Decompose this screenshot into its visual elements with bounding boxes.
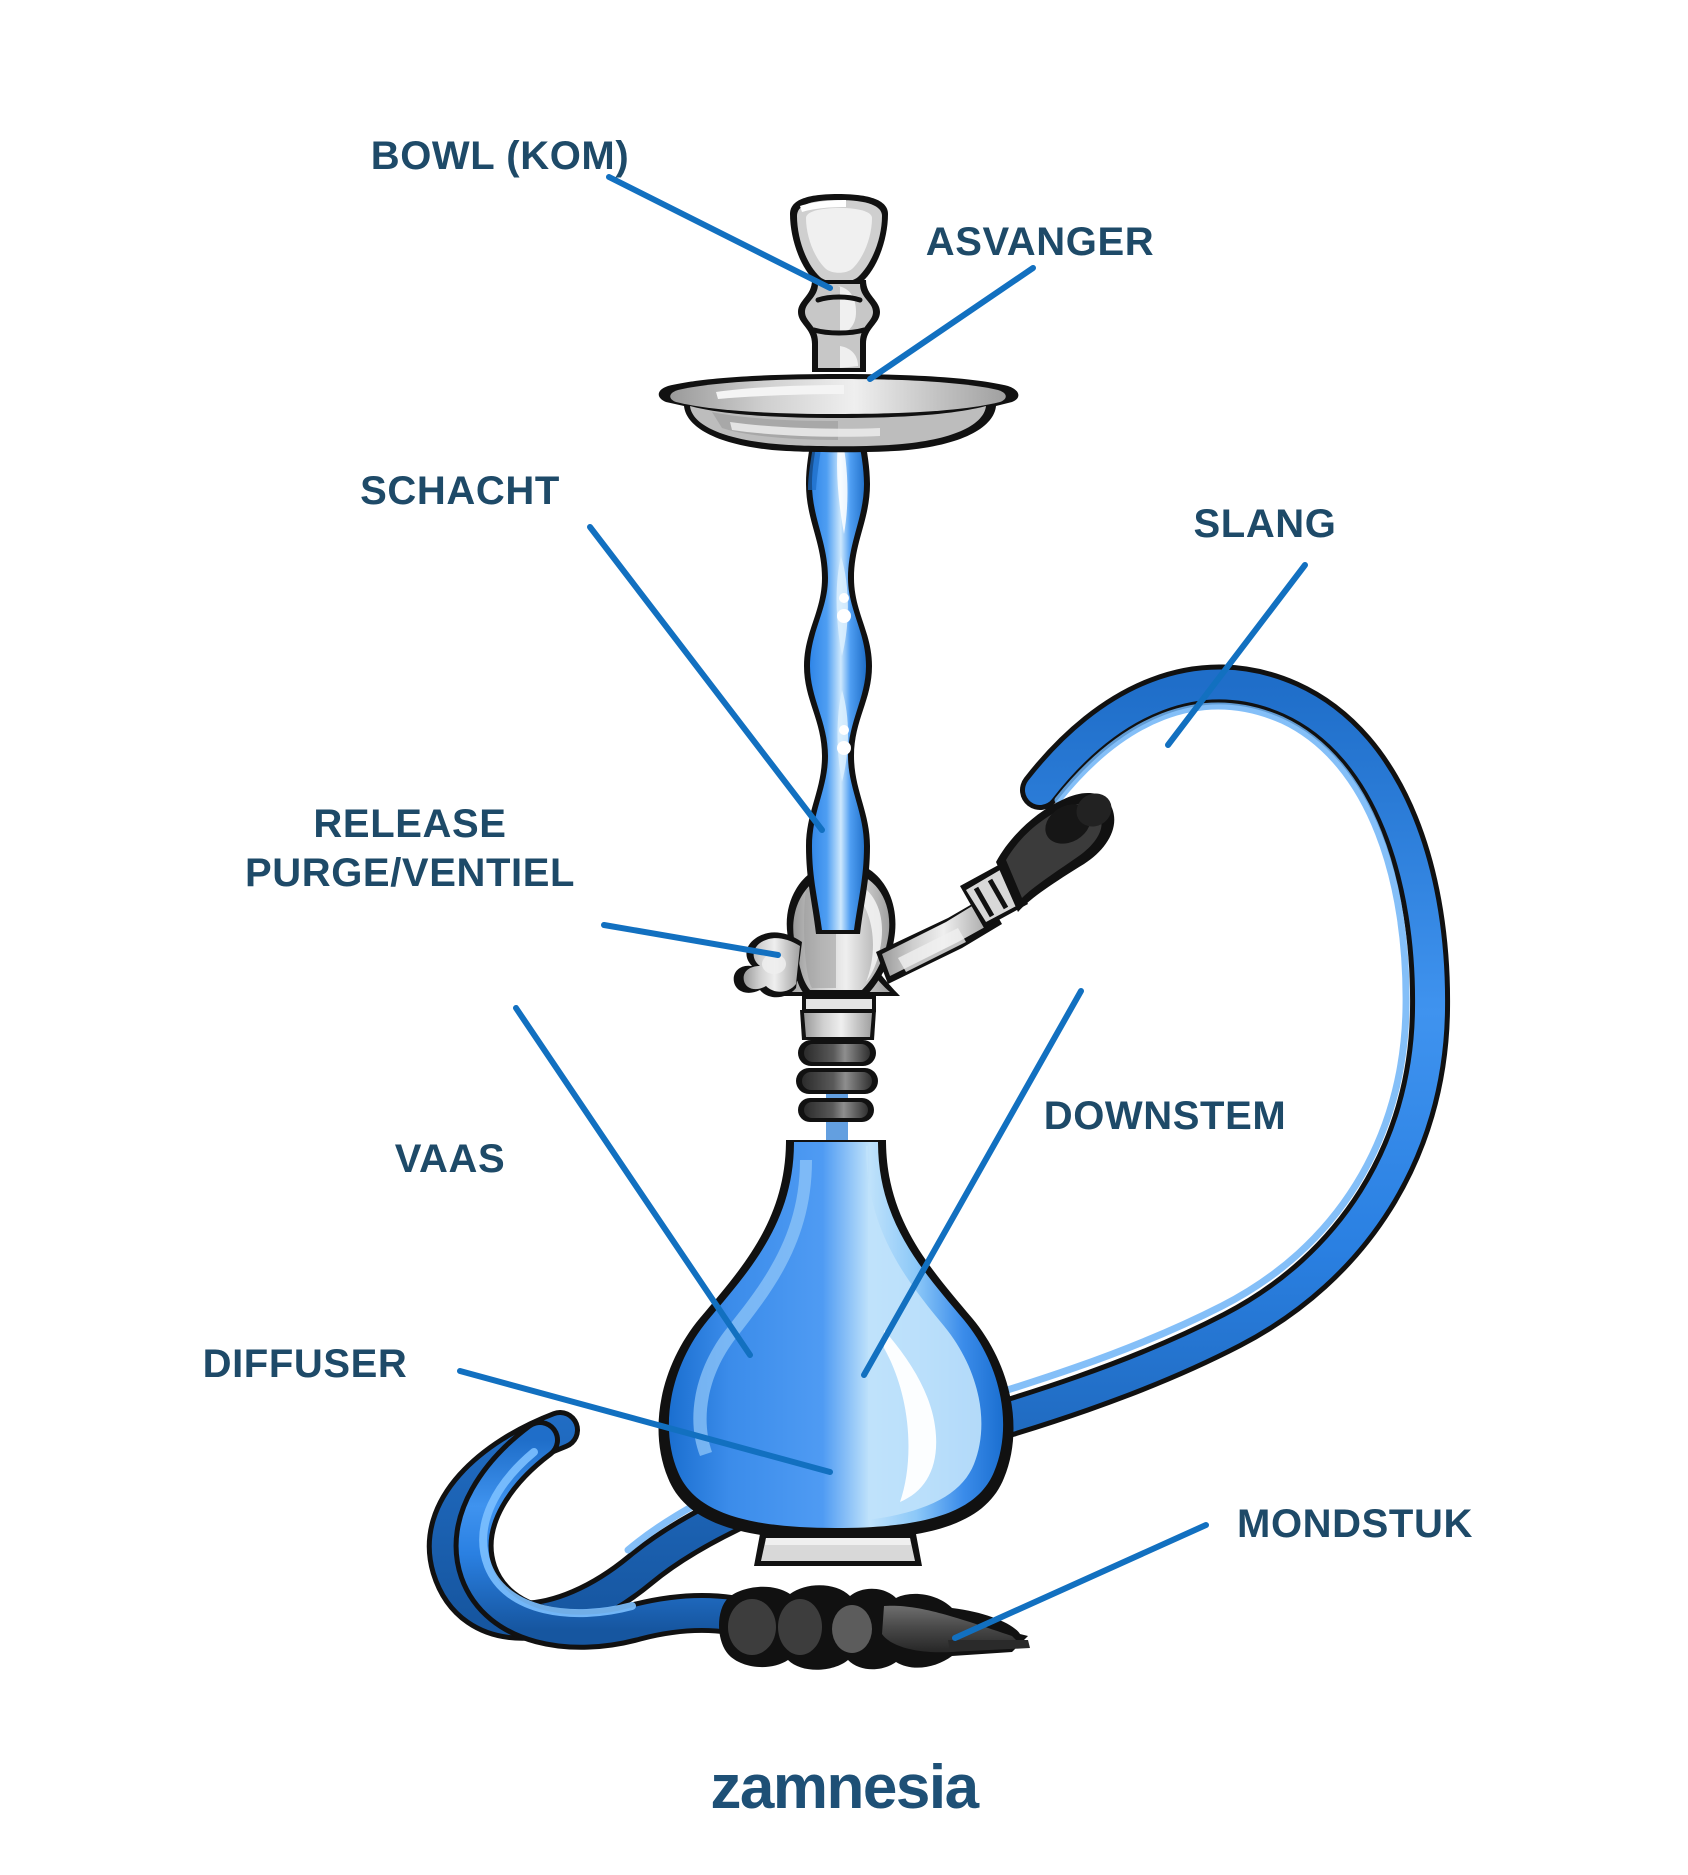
leader-lines xyxy=(457,174,1308,1641)
leader-downstem xyxy=(861,988,1084,1378)
leader-release xyxy=(601,922,781,958)
label-mondstuk: MONDSTUK xyxy=(1237,1502,1473,1546)
leader-asvanger xyxy=(867,265,1036,382)
mouthpiece-mondstuk xyxy=(719,1585,1030,1670)
ash-plate-asvanger xyxy=(658,374,1019,453)
label-bowl: BOWL (KOM) xyxy=(370,134,630,178)
leader-schacht xyxy=(587,524,825,833)
label-vaas: VAAS xyxy=(394,1137,506,1181)
label-slang: SLANG xyxy=(1193,502,1337,546)
hose-port-arm xyxy=(876,793,1115,984)
label-asvanger: ASVANGER xyxy=(925,220,1155,264)
leader-mondstuk xyxy=(952,1522,1209,1641)
label-schacht: SCHACHT xyxy=(360,469,560,513)
gasket-rings xyxy=(796,996,878,1122)
brand-logo: zamnesia xyxy=(710,1753,979,1822)
bowl-kom xyxy=(790,194,888,372)
vase-vaas xyxy=(658,1140,1014,1566)
label-downstem: DOWNSTEM xyxy=(1043,1094,1287,1138)
leader-slang xyxy=(1165,562,1308,748)
release-purge-valve xyxy=(733,932,802,998)
leader-vaas xyxy=(513,1005,753,1358)
schacht-stem xyxy=(804,380,872,934)
label-diffuser: DIFFUSER xyxy=(202,1342,408,1386)
leader-bowl xyxy=(606,174,833,291)
label-release-purge-ventiel: RELEASE PURGE/VENTIEL xyxy=(244,802,576,895)
leader-diffuser xyxy=(457,1368,833,1475)
hose-slang xyxy=(426,664,1451,1650)
